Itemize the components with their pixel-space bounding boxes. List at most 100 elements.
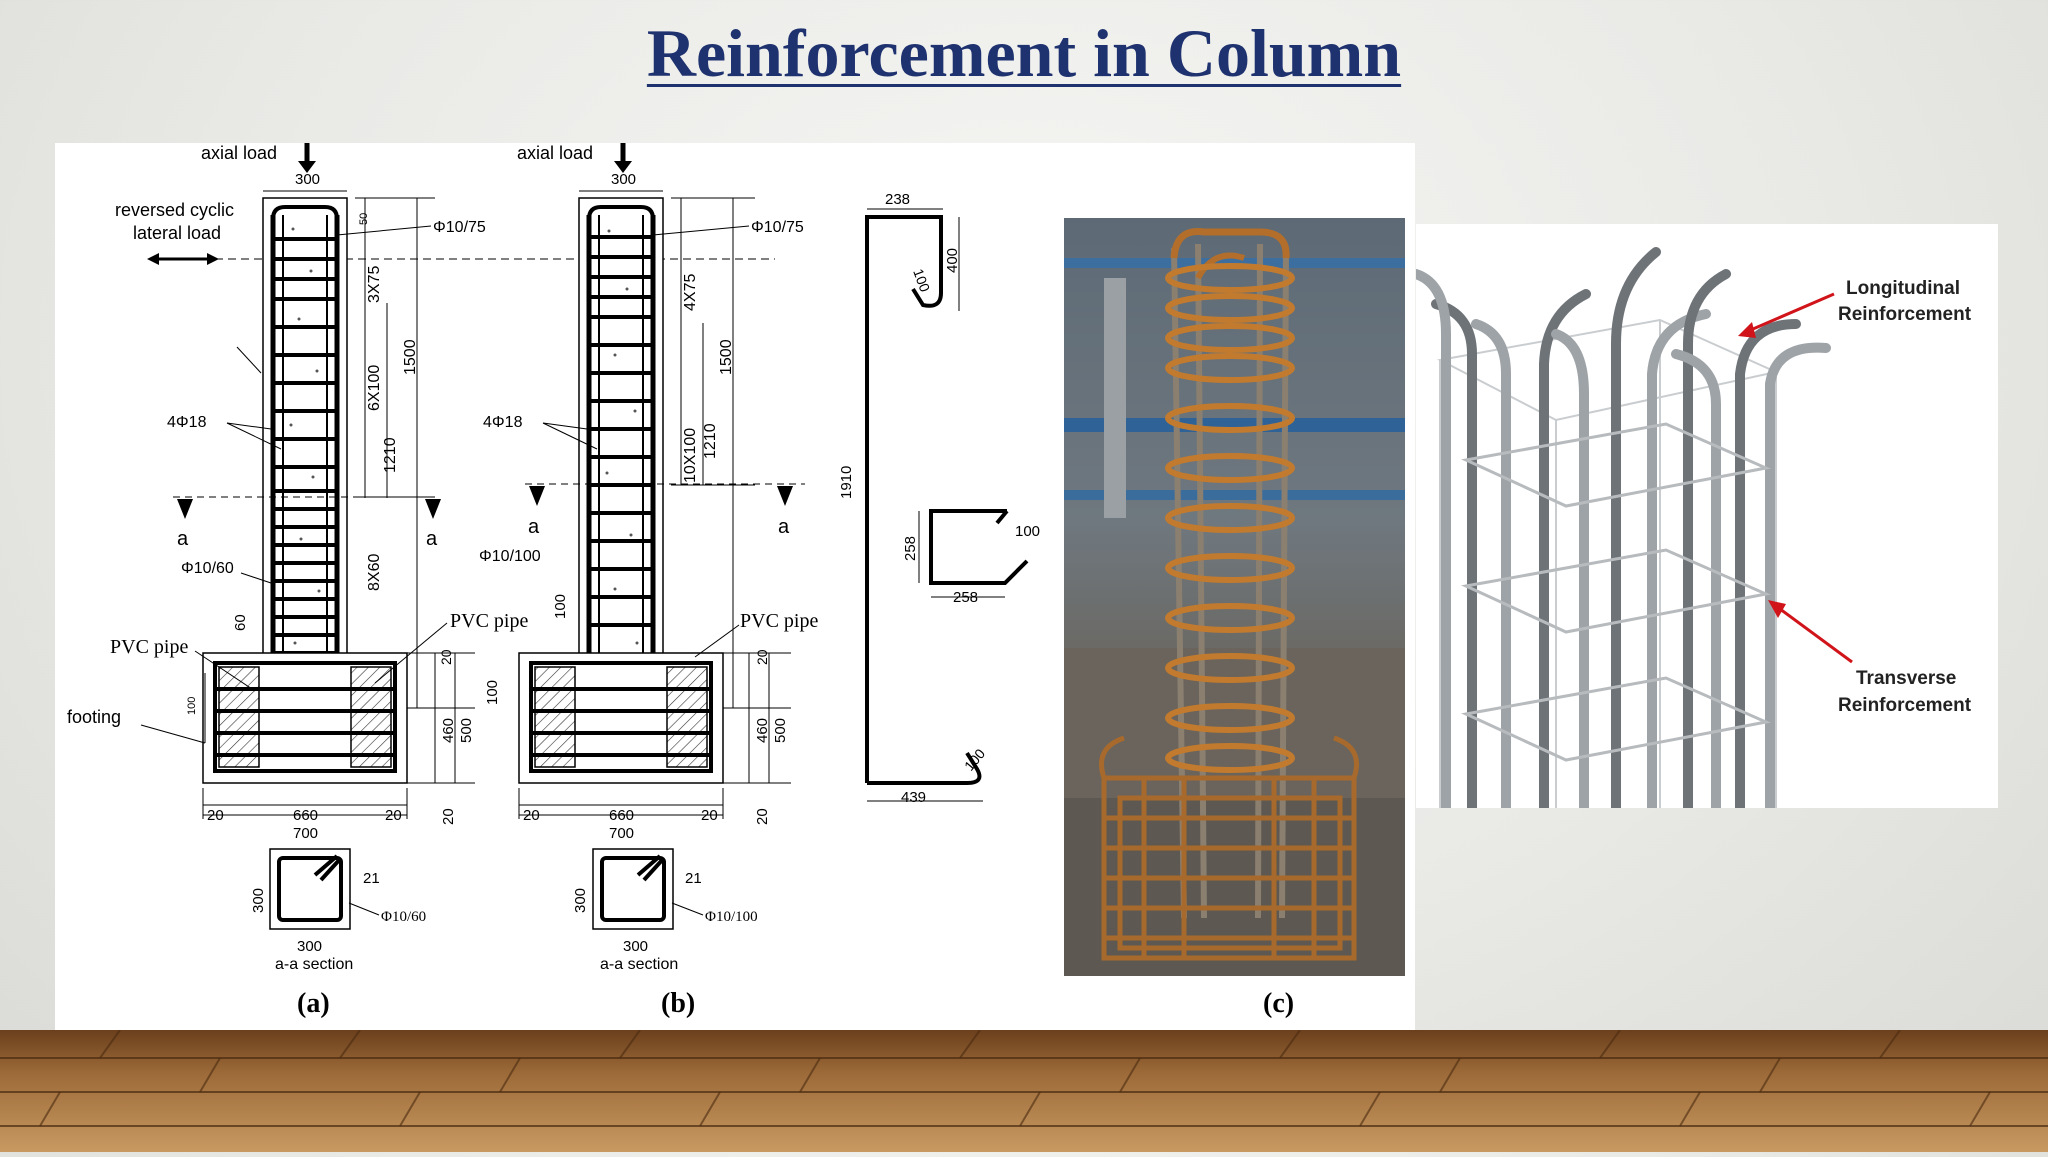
height-1210-a: 1210 [382,437,399,473]
tie-100: 100 [1015,523,1040,540]
dim-460-b: 460 [754,718,771,743]
section-title-a: a-a section [275,956,353,973]
section-marker-left-b [529,486,545,506]
height-1210-b: 1210 [702,423,719,459]
top-width-b: 300 [611,171,636,188]
base-700-b: 700 [609,825,634,842]
base-20-left-b: 20 [523,807,540,824]
transverse-label-1: Transverse [1856,668,1956,689]
longitudinal-label-1: Longitudinal [1846,278,1960,299]
dim-500-b: 500 [772,718,789,743]
transverse-arrow [1775,604,1853,664]
section-mark-left-a: a [177,528,189,550]
top-width-a: 300 [295,171,320,188]
tie-258-side: 258 [902,536,919,561]
column-drawings: axial load 300 reversed cyclic lateral l… [67,143,1294,1019]
bottom-hook-100: 100 [961,745,988,773]
section-marker-right-b [777,486,793,506]
lateral-load-label-1-a: reversed cyclic [115,200,234,220]
section-300-bottom-a: 300 [297,938,322,955]
tie-258-bottom: 258 [953,589,978,606]
bottom-439: 439 [901,789,926,806]
wood-floor-illustration [0,1029,2048,1152]
base-700-a: 700 [293,825,318,842]
tie-shape [929,509,1029,585]
pvc-label-right-a: PVC pipe [450,610,528,632]
long-bars-label-a: 4Φ18 [167,414,207,431]
base-660-b: 660 [609,807,634,824]
stirrup-top-label-a: Φ10/75 [433,219,486,236]
dim-100-a: 100 [186,697,198,715]
spacing-top-a: 3X75 [366,266,383,303]
base-20-left-a: 20 [207,807,224,824]
bar-top-238: 238 [885,191,910,208]
stirrup-bottom-label-a: Φ10/60 [181,560,234,577]
bar-length-1910: 1910 [838,466,855,499]
height-1500-b: 1500 [718,339,735,375]
section-marker-left-a [177,499,193,519]
base-20-right-b: 20 [701,807,718,824]
section-300-side-b: 300 [572,888,589,913]
axial-load-label-a: axial load [201,143,277,163]
section-title-b: a-a section [600,956,678,973]
section-21-b: 21 [685,870,702,887]
lateral-load-label-2-a: lateral load [133,223,221,243]
pvc-pipe-left-b [534,666,576,768]
base-20-right-a: 20 [385,807,402,824]
dim-100a-b: 100 [552,594,569,619]
footing-label-a: footing [67,707,121,727]
section-mark-right-b: a [778,516,790,538]
section-21-a: 21 [363,870,380,887]
long-bar-shape [865,215,943,783]
column-outline-b [578,197,664,709]
dim-500-a: 500 [458,718,475,743]
long-bars-label-b: 4Φ18 [483,414,523,431]
bar-shapes: 238 400 100 1910 258 100 258 100 439 [838,191,1040,806]
dim-20a-b: 20 [754,649,770,665]
bar-hook-100: 100 [910,267,933,295]
section-300-bottom-b: 300 [623,938,648,955]
section-stirrup-a: Φ10/60 [381,909,426,925]
slide-title: Reinforcement in Column [646,15,1402,91]
section-outline-b [592,848,674,930]
spacing-mid-b: 10X100 [682,428,699,483]
dim-50-a: 50 [358,213,370,225]
longitudinal-label-2: Reinforcement [1838,304,1972,325]
pvc-label-b: PVC pipe [740,610,818,632]
longitudinal-bars [1411,247,1831,813]
stirrup-bottom-label-b: Φ10/100 [479,548,541,565]
pvc-pipe-left-a [218,666,260,768]
pvc-pipe-right-a [350,666,392,768]
section-outline-a [269,848,351,930]
dim-20a-a: 20 [438,649,454,665]
base-660-a: 660 [293,807,318,824]
transverse-ties [1461,422,1772,762]
rebar-cage-photo [1064,218,1405,976]
caption-b: (b) [661,988,695,1019]
reinforcement-3d-render: Longitudinal Reinforcement Transverse Re… [1411,224,1998,813]
column-outline-a [262,197,348,709]
caption-c: (c) [1263,988,1294,1019]
spacing-bottom-a: 8X60 [366,554,383,591]
section-stirrup-b: Φ10/100 [705,909,758,925]
rebar-cage-illustration [1064,218,1405,976]
wood-floor-background [0,1029,2048,1152]
axial-load-label-b: axial load [517,143,593,163]
transverse-label-2: Reinforcement [1838,695,1972,716]
stirrup-top-label-b: Φ10/75 [751,219,804,236]
stirrups-b [587,235,655,627]
reinforcement-render-illustration: Longitudinal Reinforcement Transverse Re… [1411,247,1972,813]
spacing-mid-a: 6X100 [366,365,383,411]
height-1500-a: 1500 [402,339,419,375]
caption-a: (a) [297,988,330,1019]
dim-460-a: 460 [440,718,457,743]
drawing-b: axial load 300 4X75 10X1 [479,143,818,1019]
drawing-a: axial load 300 reversed cyclic lateral l… [67,143,775,1019]
pvc-pipe-right-b [666,666,708,768]
spacing-top-b: 4X75 [682,274,699,311]
section-mark-right-a: a [426,528,438,550]
dim-20b-a: 20 [440,808,457,825]
bar-hook-400: 400 [944,248,961,273]
dim-100b-b: 100 [484,680,501,705]
section-mark-left-b: a [528,516,540,538]
